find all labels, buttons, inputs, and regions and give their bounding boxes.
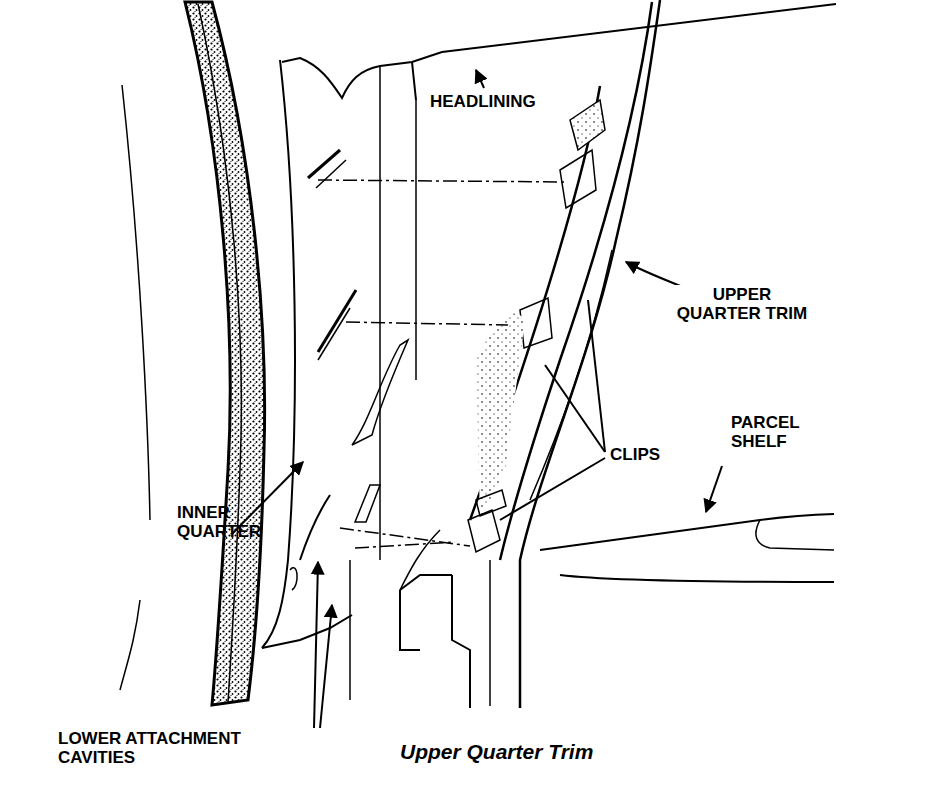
leader-line xyxy=(232,70,722,728)
alignment-line xyxy=(318,180,568,548)
body-outline xyxy=(120,0,836,708)
part-label: UPPER QUARTER TRIM xyxy=(674,285,811,323)
part-label: PARCEL SHELF xyxy=(729,413,755,451)
part-label: INNER QUARTER xyxy=(175,503,201,541)
part-label: HEADLINING xyxy=(428,92,538,111)
figure-caption: Upper Quarter Trim xyxy=(398,740,595,764)
part-label: CLIPS xyxy=(608,445,662,464)
part-label: LOWER ATTACHMENT CAVITIES xyxy=(56,729,245,767)
